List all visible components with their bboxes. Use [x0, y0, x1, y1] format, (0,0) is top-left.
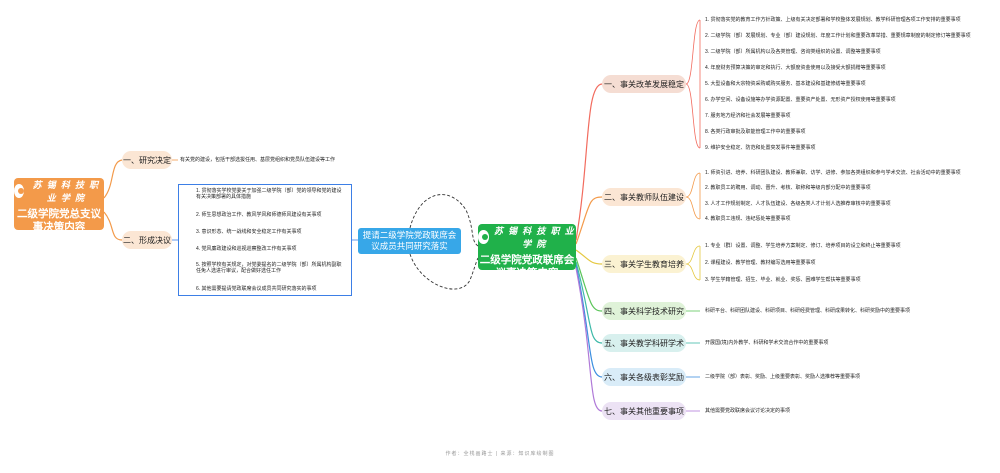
right-category-2-item-1: 1. 师资引进、培养、科研团队建设、教师兼职、访学、进修、参加各类组织和参与学术…	[705, 170, 961, 176]
left-category-2-item-1: 1. 贯彻落实学校党委关于加强二级学院（部）党的领导和党的建设有关决策部署的具体…	[196, 188, 342, 200]
right-category-2-item-4: 4. 教职员工违规、违纪惩处等重要事项	[705, 216, 791, 222]
right-category-5-label: 五、事关教学科研学术	[604, 338, 684, 348]
right-category-6[interactable]: 六、事关各级表彰奖励	[602, 368, 686, 386]
left-category-2[interactable]: 二、形成决议	[122, 231, 172, 249]
right-category-3-item-1: 1. 专业（群）设置、调整、学生培养方案制定、修订、培养项目的设立和终止等重要事…	[705, 243, 901, 249]
left-root-title: 二级学院党总支议事决策内容	[17, 208, 101, 233]
right-category-1-item-2: 2. 二级学院（部）发展规划、专业（部）建设规划、年度工作计划和重要改革举措、重…	[705, 33, 971, 39]
left-category-1-item-1: 有关党的建设，包括干部选拔任用、基层党组织和党员队伍建设等工作	[180, 157, 336, 163]
left-category-2-item-6: 6. 其他需要提请党政联席会议成员共同研究落实的事项	[196, 286, 317, 292]
right-root-node[interactable]: 苏 锡 科 技 职 业 学 院 二级学院党政联席会议事决策内容	[478, 224, 576, 279]
right-category-1-item-5: 5. 大型设备和大宗物资采购或购买服务、基本建设和基建修缮等重要事项	[705, 81, 866, 87]
left-root-node[interactable]: 苏 锡 科 技 职 业 学 院 二级学院党总支议事决策内容	[14, 178, 104, 233]
right-category-4[interactable]: 四、事关科学技术研究	[602, 302, 686, 320]
right-category-5-item-1: 开展国(境)内外教学、科研和学术交流合作中的重要事项	[705, 340, 829, 346]
right-category-1-label: 一、事关改革发展稳定	[604, 79, 684, 89]
right-category-6-item-1: 二级学院（部）表彰、奖励、上级重要表彰、奖励人选推荐等重要事项	[705, 374, 861, 380]
right-category-3-item-2: 2. 课程建设、教学管理、教材编写选用等重要事项	[705, 260, 816, 266]
left-category-2-item-5: 5. 按照学校有关规定，对党委提名的二级学院（部）所属机构副职任免人选进行审议，…	[196, 262, 342, 274]
right-category-3-item-3: 3. 学生学籍管理、招生、毕业、就业、奖惩、困难学生帮扶等重要事项	[705, 277, 861, 283]
middle-bridge-node[interactable]: 提请二级学院党政联席会议成员共同研究落实	[358, 228, 461, 254]
footer-credit: 作者：全栈画路士 | 来源：知识库绘制图	[445, 451, 555, 457]
school-name: 苏 锡 科 技 职 业 学 院	[32, 181, 100, 204]
right-category-2[interactable]: 二、事关教师队伍建设	[602, 188, 686, 206]
left-category-2-bracket	[178, 184, 352, 296]
right-category-7-item-1: 其他需要党政联席会议讨论决定的事项	[705, 408, 791, 414]
right-category-2-item-3: 3. 人才工作规划制定、人才队伍建设、各级各类人才计划人选推荐审核中的重要事项	[705, 201, 891, 207]
school-logo: 苏 锡 科 技 职 业 学 院	[14, 178, 104, 204]
school-logo-right: 苏 锡 科 技 职 业 学 院	[478, 224, 576, 250]
right-category-1[interactable]: 一、事关改革发展稳定	[602, 75, 686, 93]
left-category-2-item-4: 4. 党风廉政建设和巡视巡察整改工作有关事项	[196, 246, 297, 252]
left-category-2-label: 二、形成决议	[123, 235, 171, 245]
school-seal-icon	[14, 184, 24, 198]
right-category-1-item-4: 4. 年度财务预算决策的审定和执行、大额度资金使用以及接受大额捐赠等重要事项	[705, 65, 886, 71]
right-category-3[interactable]: 三、事关学生教育培养	[602, 255, 686, 273]
right-category-1-item-9: 9. 维护安全稳定、防范和处置突发事件等重要事项	[705, 145, 816, 151]
right-category-4-item-1: 科研平台、科研团队建设、科研项目、科研经费管理、科研成果转化、科研奖励中的重要事…	[705, 308, 911, 314]
right-category-1-item-7: 7. 服务地方经济和社会发展等重要事项	[705, 113, 791, 119]
right-category-5[interactable]: 五、事关教学科研学术	[602, 334, 686, 352]
right-category-2-label: 二、事关教师队伍建设	[604, 192, 684, 202]
right-category-1-item-8: 8. 各类行政审批及职能管理工作中的重要事项	[705, 129, 806, 135]
school-seal-icon	[478, 230, 489, 244]
school-name-right: 苏 锡 科 技 职 业 学 院	[494, 227, 575, 250]
right-category-2-item-2: 2. 教职员工的聘用、调动、晋升、考核、职称和等级内部分配中的重要事项	[705, 185, 871, 191]
left-category-1-label: 一、研究决定	[123, 155, 171, 165]
right-category-1-item-6: 6. 办学空间、设备设施等办学资源配置、重要资产处置、无形资产授权使用等重要事项	[705, 97, 896, 103]
right-root-title: 二级学院党政联席会议事决策内容	[479, 254, 575, 279]
right-category-7-label: 七、事关其他重要事项	[604, 406, 684, 416]
right-category-1-item-1: 1. 贯彻落实党的教育工作方针政策、上级有关决定部署和学校整体发展规划、教学科研…	[705, 17, 961, 23]
right-category-4-label: 四、事关科学技术研究	[604, 306, 684, 316]
right-category-1-item-3: 3. 二级学院（部）所属机构以及各类管理、咨询类组织的设置、调整等重要事项	[705, 49, 881, 55]
right-category-7[interactable]: 七、事关其他重要事项	[602, 402, 686, 420]
left-category-1[interactable]: 一、研究决定	[122, 151, 172, 169]
right-category-3-label: 三、事关学生教育培养	[604, 259, 684, 269]
right-category-6-label: 六、事关各级表彰奖励	[604, 372, 684, 382]
left-category-2-item-3: 3. 意识形态、统一战线和安全稳定工作有关事项	[196, 229, 302, 235]
left-category-2-item-2: 2. 师生思想政治工作、教风学风和师德师风建设有关事项	[196, 212, 322, 218]
